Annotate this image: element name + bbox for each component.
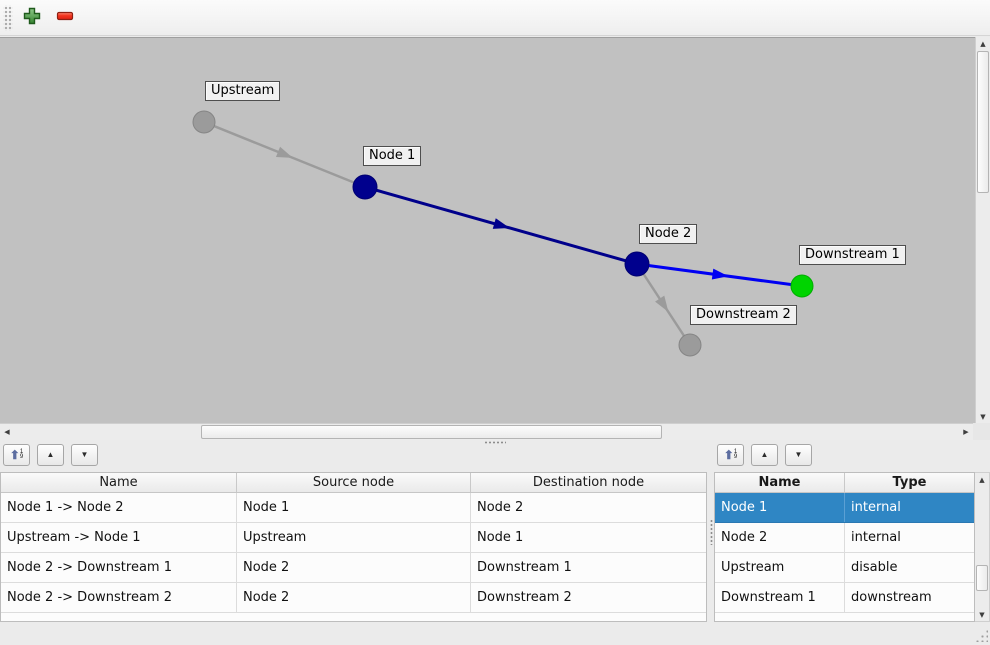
add-button[interactable] bbox=[18, 4, 46, 32]
graph-node[interactable] bbox=[790, 274, 814, 298]
cell[interactable]: Downstream 1 bbox=[477, 560, 572, 575]
move-up-button[interactable]: ▲ bbox=[751, 444, 778, 466]
up-arrow-icon: ▲ bbox=[46, 450, 55, 459]
node-label[interactable]: Downstream 2 bbox=[690, 305, 797, 325]
cell[interactable]: downstream bbox=[851, 590, 932, 605]
move-down-button[interactable]: ▼ bbox=[71, 444, 98, 466]
cell[interactable]: Node 1 bbox=[237, 493, 471, 522]
node-label[interactable]: Downstream 1 bbox=[799, 245, 906, 265]
cell[interactable]: Node 1 bbox=[477, 530, 524, 545]
column-header[interactable]: Name bbox=[1, 473, 237, 492]
canvas-vscroll-thumb[interactable] bbox=[977, 51, 989, 193]
graph-node[interactable] bbox=[678, 333, 702, 357]
down-arrow-icon: ▼ bbox=[794, 450, 803, 459]
column-header[interactable]: Destination node bbox=[532, 475, 645, 490]
canvas-hscrollbar[interactable]: ◀ ▶ bbox=[0, 423, 973, 440]
scroll-left-icon[interactable]: ◀ bbox=[4, 428, 10, 436]
edges-toolbar: ⬆ 1 9 ▲ ▼ bbox=[0, 444, 708, 470]
canvas-vscrollbar[interactable]: ▲ ▼ bbox=[975, 37, 990, 423]
cell[interactable]: Downstream 2 bbox=[477, 590, 572, 605]
sort-button[interactable]: ⬆ 1 9 bbox=[3, 444, 30, 466]
table-row[interactable]: Downstream 1 downstream bbox=[715, 583, 974, 613]
cell[interactable]: Downstream 1 bbox=[715, 583, 845, 612]
cell[interactable]: Node 2 -> Downstream 1 bbox=[1, 553, 237, 582]
minus-icon bbox=[56, 7, 74, 28]
nodes-toolbar: ⬆ 1 9 ▲ ▼ bbox=[714, 444, 990, 470]
scroll-down-icon[interactable]: ▼ bbox=[979, 610, 985, 619]
remove-button[interactable] bbox=[51, 4, 79, 32]
table-row[interactable]: Upstream disable bbox=[715, 553, 974, 583]
move-down-button[interactable]: ▼ bbox=[785, 444, 812, 466]
graph-node[interactable] bbox=[192, 110, 216, 134]
column-header[interactable]: Source node bbox=[237, 473, 471, 492]
cell[interactable]: Node 2 bbox=[477, 500, 524, 515]
canvas-hscroll-thumb[interactable] bbox=[201, 425, 662, 439]
nodes-table-scrollbar[interactable]: ▲ ▼ bbox=[975, 472, 990, 622]
up-arrow-icon: ▲ bbox=[760, 450, 769, 459]
nodes-scroll-thumb[interactable] bbox=[976, 565, 988, 591]
sort-ascending-icon: ⬆ 1 9 bbox=[723, 448, 738, 462]
cell[interactable]: disable bbox=[851, 560, 898, 575]
column-header[interactable]: Name bbox=[715, 473, 845, 492]
vertical-pane-splitter[interactable] bbox=[708, 444, 714, 620]
scrollbar-corner bbox=[973, 423, 990, 440]
down-arrow-icon: ▼ bbox=[80, 450, 89, 459]
scroll-right-icon[interactable]: ▶ bbox=[963, 428, 969, 436]
cell[interactable]: internal bbox=[851, 500, 901, 515]
table-row[interactable]: Node 1 internal bbox=[715, 493, 974, 523]
cell[interactable]: Node 2 -> Downstream 2 bbox=[1, 583, 237, 612]
node-label[interactable]: Node 1 bbox=[363, 146, 422, 166]
node-label[interactable]: Upstream bbox=[205, 81, 281, 101]
edge-arrow-icon bbox=[492, 218, 510, 229]
scroll-up-icon[interactable]: ▲ bbox=[979, 475, 985, 484]
scroll-down-icon[interactable]: ▼ bbox=[980, 412, 986, 421]
edge-arrow-icon bbox=[711, 268, 729, 280]
move-up-button[interactable]: ▲ bbox=[37, 444, 64, 466]
scroll-up-icon[interactable]: ▲ bbox=[980, 39, 986, 48]
cell[interactable]: Node 1 -> Node 2 bbox=[1, 493, 237, 522]
horizontal-pane-splitter[interactable] bbox=[0, 440, 990, 444]
plus-icon bbox=[23, 7, 41, 28]
cell[interactable]: Node 1 bbox=[715, 493, 845, 522]
cell[interactable]: Node 2 bbox=[715, 523, 845, 552]
table-header: Name Type bbox=[715, 473, 974, 493]
sort-button[interactable]: ⬆ 1 9 bbox=[717, 444, 744, 466]
table-row[interactable]: Node 2 internal bbox=[715, 523, 974, 553]
splitter-grip-icon bbox=[484, 440, 506, 444]
splitter-grip-icon bbox=[709, 519, 713, 545]
toolbar-grip[interactable] bbox=[3, 4, 13, 31]
graph-node[interactable] bbox=[352, 174, 378, 200]
resize-grip-icon[interactable] bbox=[974, 628, 988, 642]
cell[interactable]: Node 2 bbox=[237, 553, 471, 582]
edge-arrow-icon bbox=[655, 295, 669, 313]
node-label[interactable]: Node 2 bbox=[639, 224, 698, 244]
graph-node[interactable] bbox=[624, 251, 650, 277]
sort-ascending-icon: ⬆ 1 9 bbox=[9, 448, 24, 462]
edge-arrow-icon bbox=[275, 146, 293, 158]
cell[interactable]: Upstream bbox=[715, 553, 845, 582]
graph-svg bbox=[192, 110, 814, 357]
cell[interactable]: internal bbox=[851, 530, 901, 545]
cell[interactable]: Upstream bbox=[237, 523, 471, 552]
main-toolbar bbox=[0, 0, 990, 36]
cell[interactable]: Upstream -> Node 1 bbox=[1, 523, 237, 552]
cell[interactable]: Node 2 bbox=[237, 583, 471, 612]
column-header[interactable]: Type bbox=[892, 475, 927, 490]
